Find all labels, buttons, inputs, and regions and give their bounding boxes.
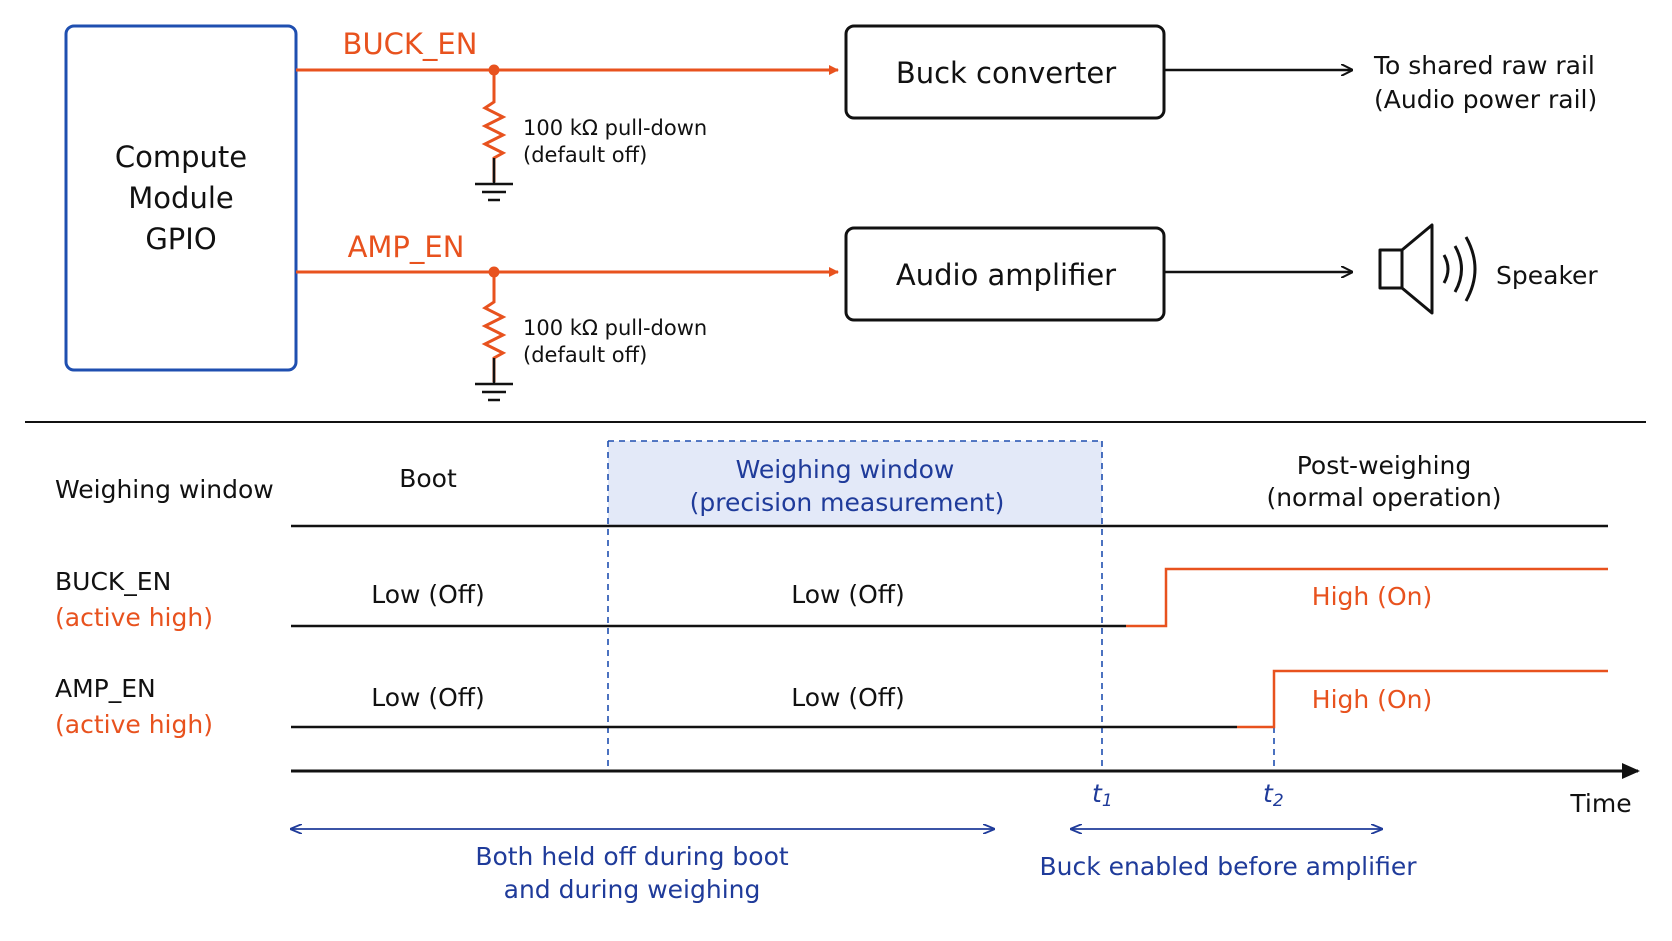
left-annotation-line1: Both held off during boot <box>475 842 789 871</box>
phase-weighing-sublabel: (precision measurement) <box>690 488 1005 517</box>
buck-state-post: High (On) <box>1312 582 1432 611</box>
buck-state-weighing: Low (Off) <box>791 580 905 609</box>
row-label-buck-active-high: (active high) <box>55 603 213 632</box>
amp-ground-icon <box>475 358 513 402</box>
phase-weighing-label: Weighing window <box>736 455 955 484</box>
phase-post-label: Post-weighing <box>1297 451 1471 480</box>
rail-output-sublabel: (Audio power rail) <box>1374 85 1597 114</box>
audio-amplifier-block <box>844 226 1166 322</box>
left-annotation-line2: and during weighing <box>504 875 761 904</box>
amp-state-post: High (On) <box>1312 685 1432 714</box>
buck-pulldown-default: (default off) <box>523 143 647 167</box>
amp-pulldown-default: (default off) <box>523 343 647 367</box>
buck-converter-label: Buck converter <box>896 56 1116 90</box>
row-label-buck-en: BUCK_EN <box>55 567 171 596</box>
row-label-weighing-window: Weighing window <box>55 475 274 504</box>
buck-state-boot: Low (Off) <box>371 580 485 609</box>
amp-pulldown-label: 100 kΩ pull-down <box>523 316 707 340</box>
gpio-label-line2: Module <box>128 181 233 215</box>
amp-en-signal-label: AMP_EN <box>348 230 465 264</box>
row-label-amp-en: AMP_EN <box>55 674 156 703</box>
gpio-label-line1: Compute <box>115 140 247 174</box>
phase-boot-label: Boot <box>399 464 457 493</box>
weighing-window-highlight <box>608 441 1102 526</box>
buck-en-high-trace <box>1126 567 1608 628</box>
row-label-amp-active-high: (active high) <box>55 710 213 739</box>
buck-en-signal-label: BUCK_EN <box>343 27 478 61</box>
gpio-box <box>64 24 298 372</box>
t1-marker: t1 <box>1092 779 1113 811</box>
time-axis-label: Time <box>1569 789 1631 818</box>
rail-output-label: To shared raw rail <box>1373 51 1595 80</box>
timing-diagram: Weighing window BUCK_EN (active high) AM… <box>55 440 1640 904</box>
amp-pulldown-resistor <box>481 272 507 382</box>
buck-converter-block <box>844 24 1166 120</box>
speaker-label: Speaker <box>1496 261 1598 290</box>
t2-marker: t2 <box>1263 779 1284 811</box>
amp-state-weighing: Low (Off) <box>791 683 905 712</box>
phase-post-sublabel: (normal operation) <box>1266 483 1501 512</box>
buck-pulldown-resistor <box>481 70 507 182</box>
buck-ground-icon <box>475 158 513 202</box>
amp-state-boot: Low (Off) <box>371 683 485 712</box>
amp-en-high-trace <box>1237 669 1608 729</box>
speaker-icon <box>1378 223 1477 315</box>
gpio-label-line3: GPIO <box>145 222 216 256</box>
audio-amplifier-label: Audio amplifier <box>896 258 1116 292</box>
buck-pulldown-label: 100 kΩ pull-down <box>523 116 707 140</box>
schematic: Compute Module GPIO BUCK_EN 100 kΩ pull-… <box>64 24 1598 402</box>
right-annotation: Buck enabled before amplifier <box>1040 852 1418 881</box>
